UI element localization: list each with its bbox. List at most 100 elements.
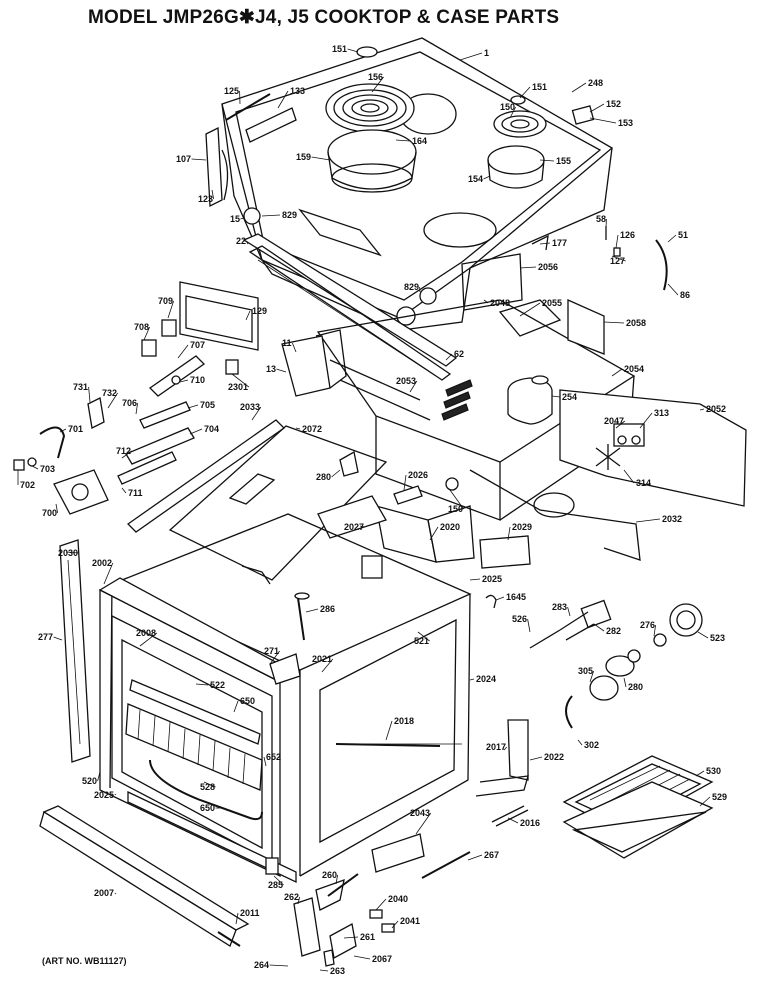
part-callout-2052: 2052 xyxy=(706,404,726,414)
part-callout-86: 86 xyxy=(680,290,690,300)
part-callout-280: 280 xyxy=(628,682,643,692)
part-callout-2054: 2054 xyxy=(624,364,644,374)
leader-line xyxy=(273,875,284,886)
part-callout-2033: 2033 xyxy=(240,402,260,412)
part-callout-2053: 2053 xyxy=(396,376,416,386)
leader-line xyxy=(469,678,475,681)
leader-line xyxy=(97,771,101,782)
part-callout-280: 280 xyxy=(316,472,331,482)
part-callout-829: 829 xyxy=(282,210,297,220)
part-callout-156: 156 xyxy=(368,72,383,82)
part-callout-2026: 2026 xyxy=(408,470,428,480)
part-callout-129: 129 xyxy=(252,306,267,316)
leader-line xyxy=(507,526,511,541)
drip-pan-ring-large xyxy=(327,129,417,193)
part-callout-2018: 2018 xyxy=(394,716,414,726)
leader-line xyxy=(251,406,262,421)
part-callout-150: 150 xyxy=(500,102,515,112)
part-callout-254: 254 xyxy=(562,392,577,402)
diagram-title: MODEL JMP26G✱J4, J5 COOKTOP & CASE PARTS xyxy=(88,7,560,28)
oven-floor-2072 xyxy=(168,425,388,585)
part-callout-2021: 2021 xyxy=(312,654,332,664)
surface-element-large xyxy=(325,83,415,133)
back-panel-2052 xyxy=(469,389,747,561)
side-rail-2033 xyxy=(126,419,286,533)
thermostat-313 xyxy=(613,423,645,447)
leader-line xyxy=(589,670,594,683)
part-276 xyxy=(653,633,667,647)
part-callout-314: 314 xyxy=(636,478,651,488)
leader-line xyxy=(240,217,245,220)
leader-line xyxy=(653,624,656,637)
leader-line xyxy=(589,117,617,124)
part-callout-704: 704 xyxy=(204,424,219,434)
part-callout-285: 285 xyxy=(268,880,283,890)
leader-line xyxy=(699,796,711,807)
wire-701 xyxy=(39,426,66,459)
part-callout-650: 650 xyxy=(200,803,215,813)
leader-line xyxy=(409,380,418,393)
part-callout-711: 711 xyxy=(128,488,143,498)
part-callout-154: 154 xyxy=(468,174,483,184)
screw-710 xyxy=(171,375,181,385)
part-callout-164: 164 xyxy=(412,136,427,146)
receptacle-523 xyxy=(669,603,703,637)
leader-line xyxy=(519,302,541,317)
part-callout-2030: 2030 xyxy=(58,548,78,558)
part-callout-652: 652 xyxy=(266,752,281,762)
leader-line xyxy=(359,525,365,528)
part-callout-520: 520 xyxy=(82,776,97,786)
part-callout-151: 151 xyxy=(532,82,547,92)
leader-line xyxy=(143,326,150,341)
part-callout-709: 709 xyxy=(158,296,173,306)
leader-line xyxy=(551,395,561,398)
part-callout-2022: 2022 xyxy=(544,752,564,762)
part-callout-126: 126 xyxy=(620,230,635,240)
power-cord-51 xyxy=(655,239,668,291)
part-callout-529: 529 xyxy=(712,792,727,802)
part-callout-2025: 2025 xyxy=(94,790,114,800)
leader-line xyxy=(269,650,280,665)
leader-line xyxy=(483,299,489,304)
leader-line xyxy=(235,912,239,925)
trim-133 xyxy=(245,107,297,143)
part-callout-155: 155 xyxy=(556,156,571,166)
probe-526 xyxy=(529,629,561,649)
leader-line xyxy=(177,344,189,359)
leader-line xyxy=(639,412,653,429)
part-callout-11: 11 xyxy=(282,338,292,348)
vent-duct-11 xyxy=(281,329,347,397)
part-callout-264: 264 xyxy=(254,960,269,970)
trim-strip-125 xyxy=(225,93,271,121)
part-callout-2072: 2072 xyxy=(302,424,322,434)
leader-line xyxy=(277,90,289,109)
leader-line xyxy=(311,156,331,161)
part-callout-277: 277 xyxy=(38,632,53,642)
leader-line xyxy=(615,234,619,249)
part-callout-528: 528 xyxy=(200,782,215,792)
part-280 xyxy=(339,450,359,477)
surface-element-small xyxy=(487,110,547,189)
part-callout-302: 302 xyxy=(584,740,599,750)
leader-line xyxy=(483,175,491,180)
lock-motor-700 xyxy=(53,469,109,515)
leader-line xyxy=(667,283,679,296)
hinge-2067 xyxy=(323,949,335,967)
leader-line xyxy=(276,368,287,373)
part-callout-286: 286 xyxy=(320,604,335,614)
part-callout-530: 530 xyxy=(706,766,721,776)
leader-line xyxy=(603,321,625,324)
part-callout-248: 248 xyxy=(588,78,603,88)
case-top-frame xyxy=(316,253,636,521)
part-callout-2041: 2041 xyxy=(400,916,420,926)
leader-line xyxy=(53,636,63,641)
part-callout-151: 151 xyxy=(332,44,347,54)
leader-line xyxy=(59,428,67,433)
part-callout-707: 707 xyxy=(190,340,205,350)
switch-panel-129 xyxy=(179,281,259,351)
leader-line xyxy=(697,631,709,639)
side-panel-2030 xyxy=(59,539,91,763)
leader-line xyxy=(121,450,132,459)
leader-line xyxy=(519,86,531,99)
part-callout-22: 22 xyxy=(236,236,246,246)
